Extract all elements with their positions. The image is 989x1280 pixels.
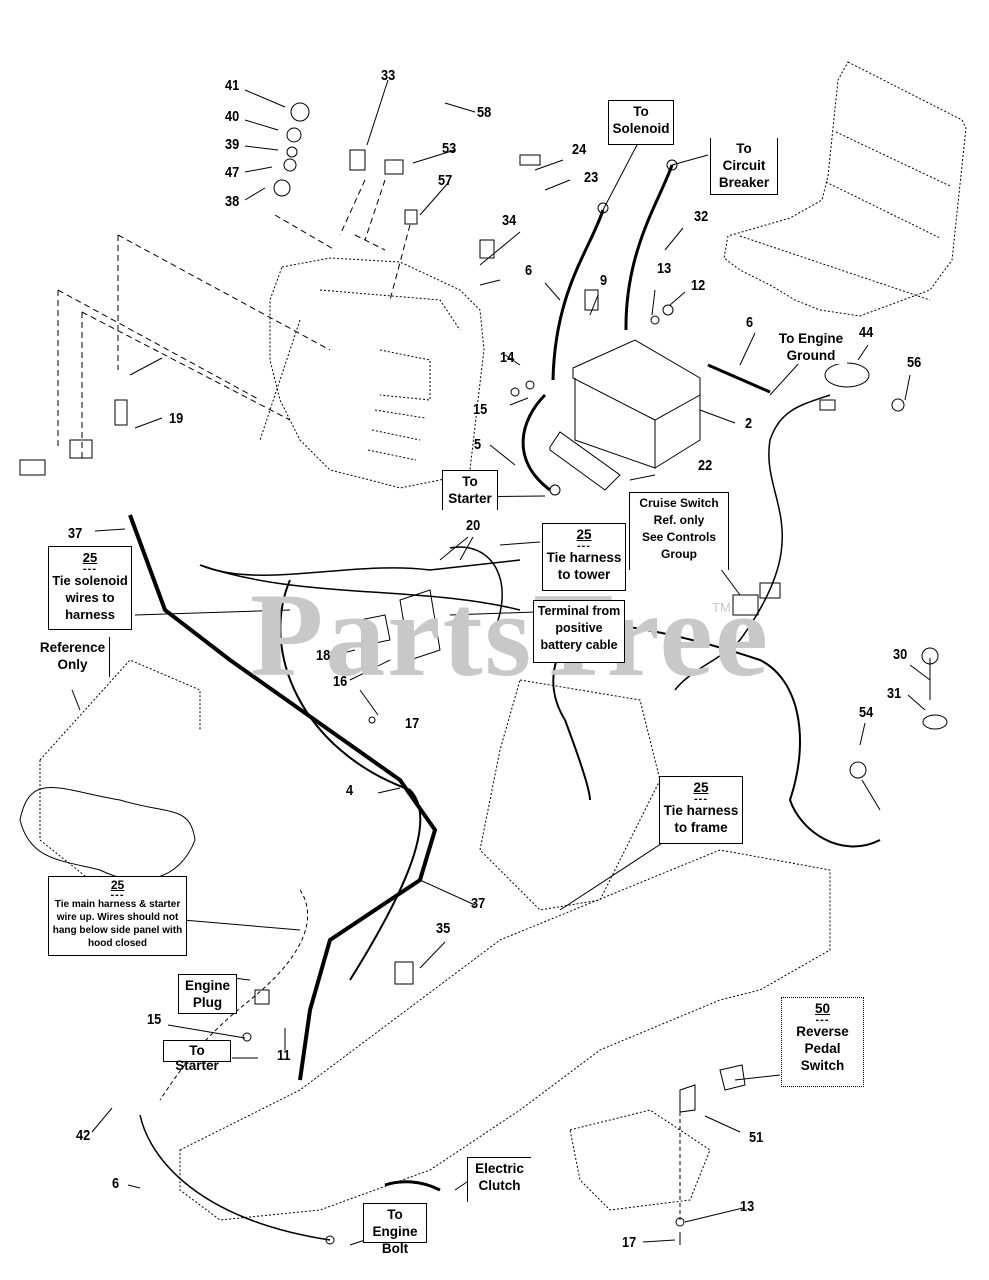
part-number-34[interactable]: 34 — [502, 212, 517, 229]
callout-cruise-switch: Cruise Switch Ref. only See Controls Gro… — [629, 492, 729, 570]
watermark: PartsTree — [250, 568, 770, 701]
part-number-5[interactable]: 5 — [474, 436, 482, 453]
callout-separator: --- — [110, 889, 125, 901]
watermark-trademark: TM — [712, 600, 731, 615]
callout-engine-plug: Engine Plug — [178, 974, 237, 1014]
callout-reverse-pedal-switch: 50 --- Reverse Pedal Switch — [781, 997, 864, 1087]
callout-text: Terminal from positive battery cable — [537, 604, 621, 652]
part-number-58[interactable]: 58 — [477, 104, 492, 121]
callout-ref-number: 25 — [693, 780, 709, 795]
callout-text: Group — [661, 547, 697, 561]
headlight-outline — [39, 659, 201, 881]
part-number-6-top[interactable]: 6 — [525, 262, 533, 279]
part-number-11[interactable]: 11 — [277, 1047, 291, 1064]
callout-tie-frame: 25 --- Tie harness to frame — [659, 776, 743, 844]
callout-text: Tie solenoid wires to harness — [52, 573, 128, 622]
part-number-35[interactable]: 35 — [436, 920, 451, 937]
callout-to-starter-bottom: To Starter — [163, 1040, 231, 1073]
part-number-6-bottom[interactable]: 6 — [112, 1175, 120, 1192]
part-number-30[interactable]: 30 — [893, 646, 908, 663]
callout-text: To Engine Bolt — [372, 1207, 418, 1256]
part-number-15-bottom[interactable]: 15 — [147, 1011, 162, 1028]
callout-text: Reference Only — [39, 640, 106, 672]
part-number-33[interactable]: 33 — [381, 67, 396, 84]
part-number-39[interactable]: 39 — [225, 136, 240, 153]
part-number-24[interactable]: 24 — [572, 141, 587, 158]
part-number-53[interactable]: 53 — [442, 140, 457, 157]
part-number-22[interactable]: 22 — [698, 457, 713, 474]
part-number-56[interactable]: 56 — [907, 354, 922, 371]
seat-outline — [723, 61, 967, 317]
part-number-9[interactable]: 9 — [600, 272, 608, 289]
part-number-15-top[interactable]: 15 — [473, 401, 488, 418]
part-number-17-bottom[interactable]: 17 — [622, 1234, 637, 1251]
callout-text: To Starter — [448, 474, 492, 506]
part-number-37-top[interactable]: 37 — [68, 525, 83, 542]
callout-to-starter-top: To Starter — [442, 470, 498, 510]
main-harness — [128, 514, 438, 1081]
part-number-57[interactable]: 57 — [438, 172, 453, 189]
callout-to-engine-bolt: To Engine Bolt — [363, 1203, 427, 1256]
part-number-13-top[interactable]: 13 — [657, 260, 672, 277]
callout-terminal-positive: Terminal from positive battery cable — [533, 600, 625, 663]
part-number-23[interactable]: 23 — [584, 169, 599, 186]
callout-text: To Solenoid — [612, 104, 670, 136]
part-number-37-bottom[interactable]: 37 — [471, 895, 486, 912]
callout-ref-number: 25 — [82, 550, 98, 565]
frame-outline — [179, 679, 831, 1221]
callout-text: Tie main harness & starter wire up. Wire… — [52, 899, 183, 949]
part-number-20[interactable]: 20 — [466, 517, 481, 534]
part-number-51[interactable]: 51 — [749, 1129, 764, 1146]
part-number-6-right[interactable]: 6 — [746, 314, 754, 331]
callout-ref-number: 25 — [110, 878, 125, 892]
part-number-32[interactable]: 32 — [694, 208, 709, 225]
callout-text: Ref. only — [653, 513, 705, 527]
callout-to-engine-ground: To Engine Ground — [775, 328, 847, 364]
part-number-40[interactable]: 40 — [225, 108, 240, 125]
callout-text: Electric Clutch — [475, 1161, 524, 1193]
callout-to-circuit-breaker: To Circuit Breaker — [710, 138, 778, 195]
part-number-19[interactable]: 19 — [169, 410, 184, 427]
callout-tie-solenoid: 25 --- Tie solenoid wires to harness — [48, 546, 132, 630]
part-number-17-mid[interactable]: 17 — [405, 715, 420, 732]
callout-to-solenoid: To Solenoid — [608, 100, 674, 145]
callout-electric-clutch: Electric Clutch — [467, 1157, 531, 1202]
part-number-14[interactable]: 14 — [500, 349, 515, 366]
callout-text: Tie harness to frame — [663, 803, 739, 835]
part-number-42[interactable]: 42 — [76, 1127, 91, 1144]
callout-separator: --- — [815, 1014, 830, 1026]
callout-text: Engine Plug — [184, 978, 230, 1010]
callout-separator: --- — [694, 793, 708, 805]
part-number-16[interactable]: 16 — [333, 673, 348, 690]
callout-text: Tie harness to tower — [546, 550, 622, 582]
part-number-54[interactable]: 54 — [859, 704, 874, 721]
part-number-12[interactable]: 12 — [691, 277, 706, 294]
callout-text: Cruise Switch — [639, 496, 719, 510]
part-number-4[interactable]: 4 — [346, 782, 354, 799]
callout-text: Reverse Pedal Switch — [796, 1024, 849, 1073]
battery-outline — [549, 339, 701, 491]
part-number-38[interactable]: 38 — [225, 193, 240, 210]
callout-tie-main-harness: 25 --- Tie main harness & starter wire u… — [48, 876, 187, 956]
part-number-47[interactable]: 47 — [225, 164, 240, 181]
part-number-2[interactable]: 2 — [745, 415, 753, 432]
part-number-41[interactable]: 41 — [225, 77, 240, 94]
callout-text: See Controls — [641, 530, 716, 544]
callout-reference-only: Reference Only — [36, 637, 110, 677]
part-number-44[interactable]: 44 — [859, 324, 874, 341]
part-number-18[interactable]: 18 — [316, 647, 331, 664]
callout-ref-number: 50 — [814, 1001, 831, 1016]
dash-tower — [259, 257, 485, 489]
callout-separator: --- — [577, 540, 591, 552]
callout-ref-number: 25 — [576, 527, 592, 542]
callout-separator: --- — [83, 563, 97, 575]
callout-text: To Circuit Breaker — [718, 141, 770, 190]
callout-tie-tower: 25 --- Tie harness to tower — [542, 523, 626, 591]
part-number-13-bottom[interactable]: 13 — [740, 1198, 755, 1215]
part-number-31[interactable]: 31 — [887, 685, 902, 702]
callout-text: To Starter — [175, 1043, 219, 1073]
callout-text: To Engine Ground — [778, 331, 844, 363]
